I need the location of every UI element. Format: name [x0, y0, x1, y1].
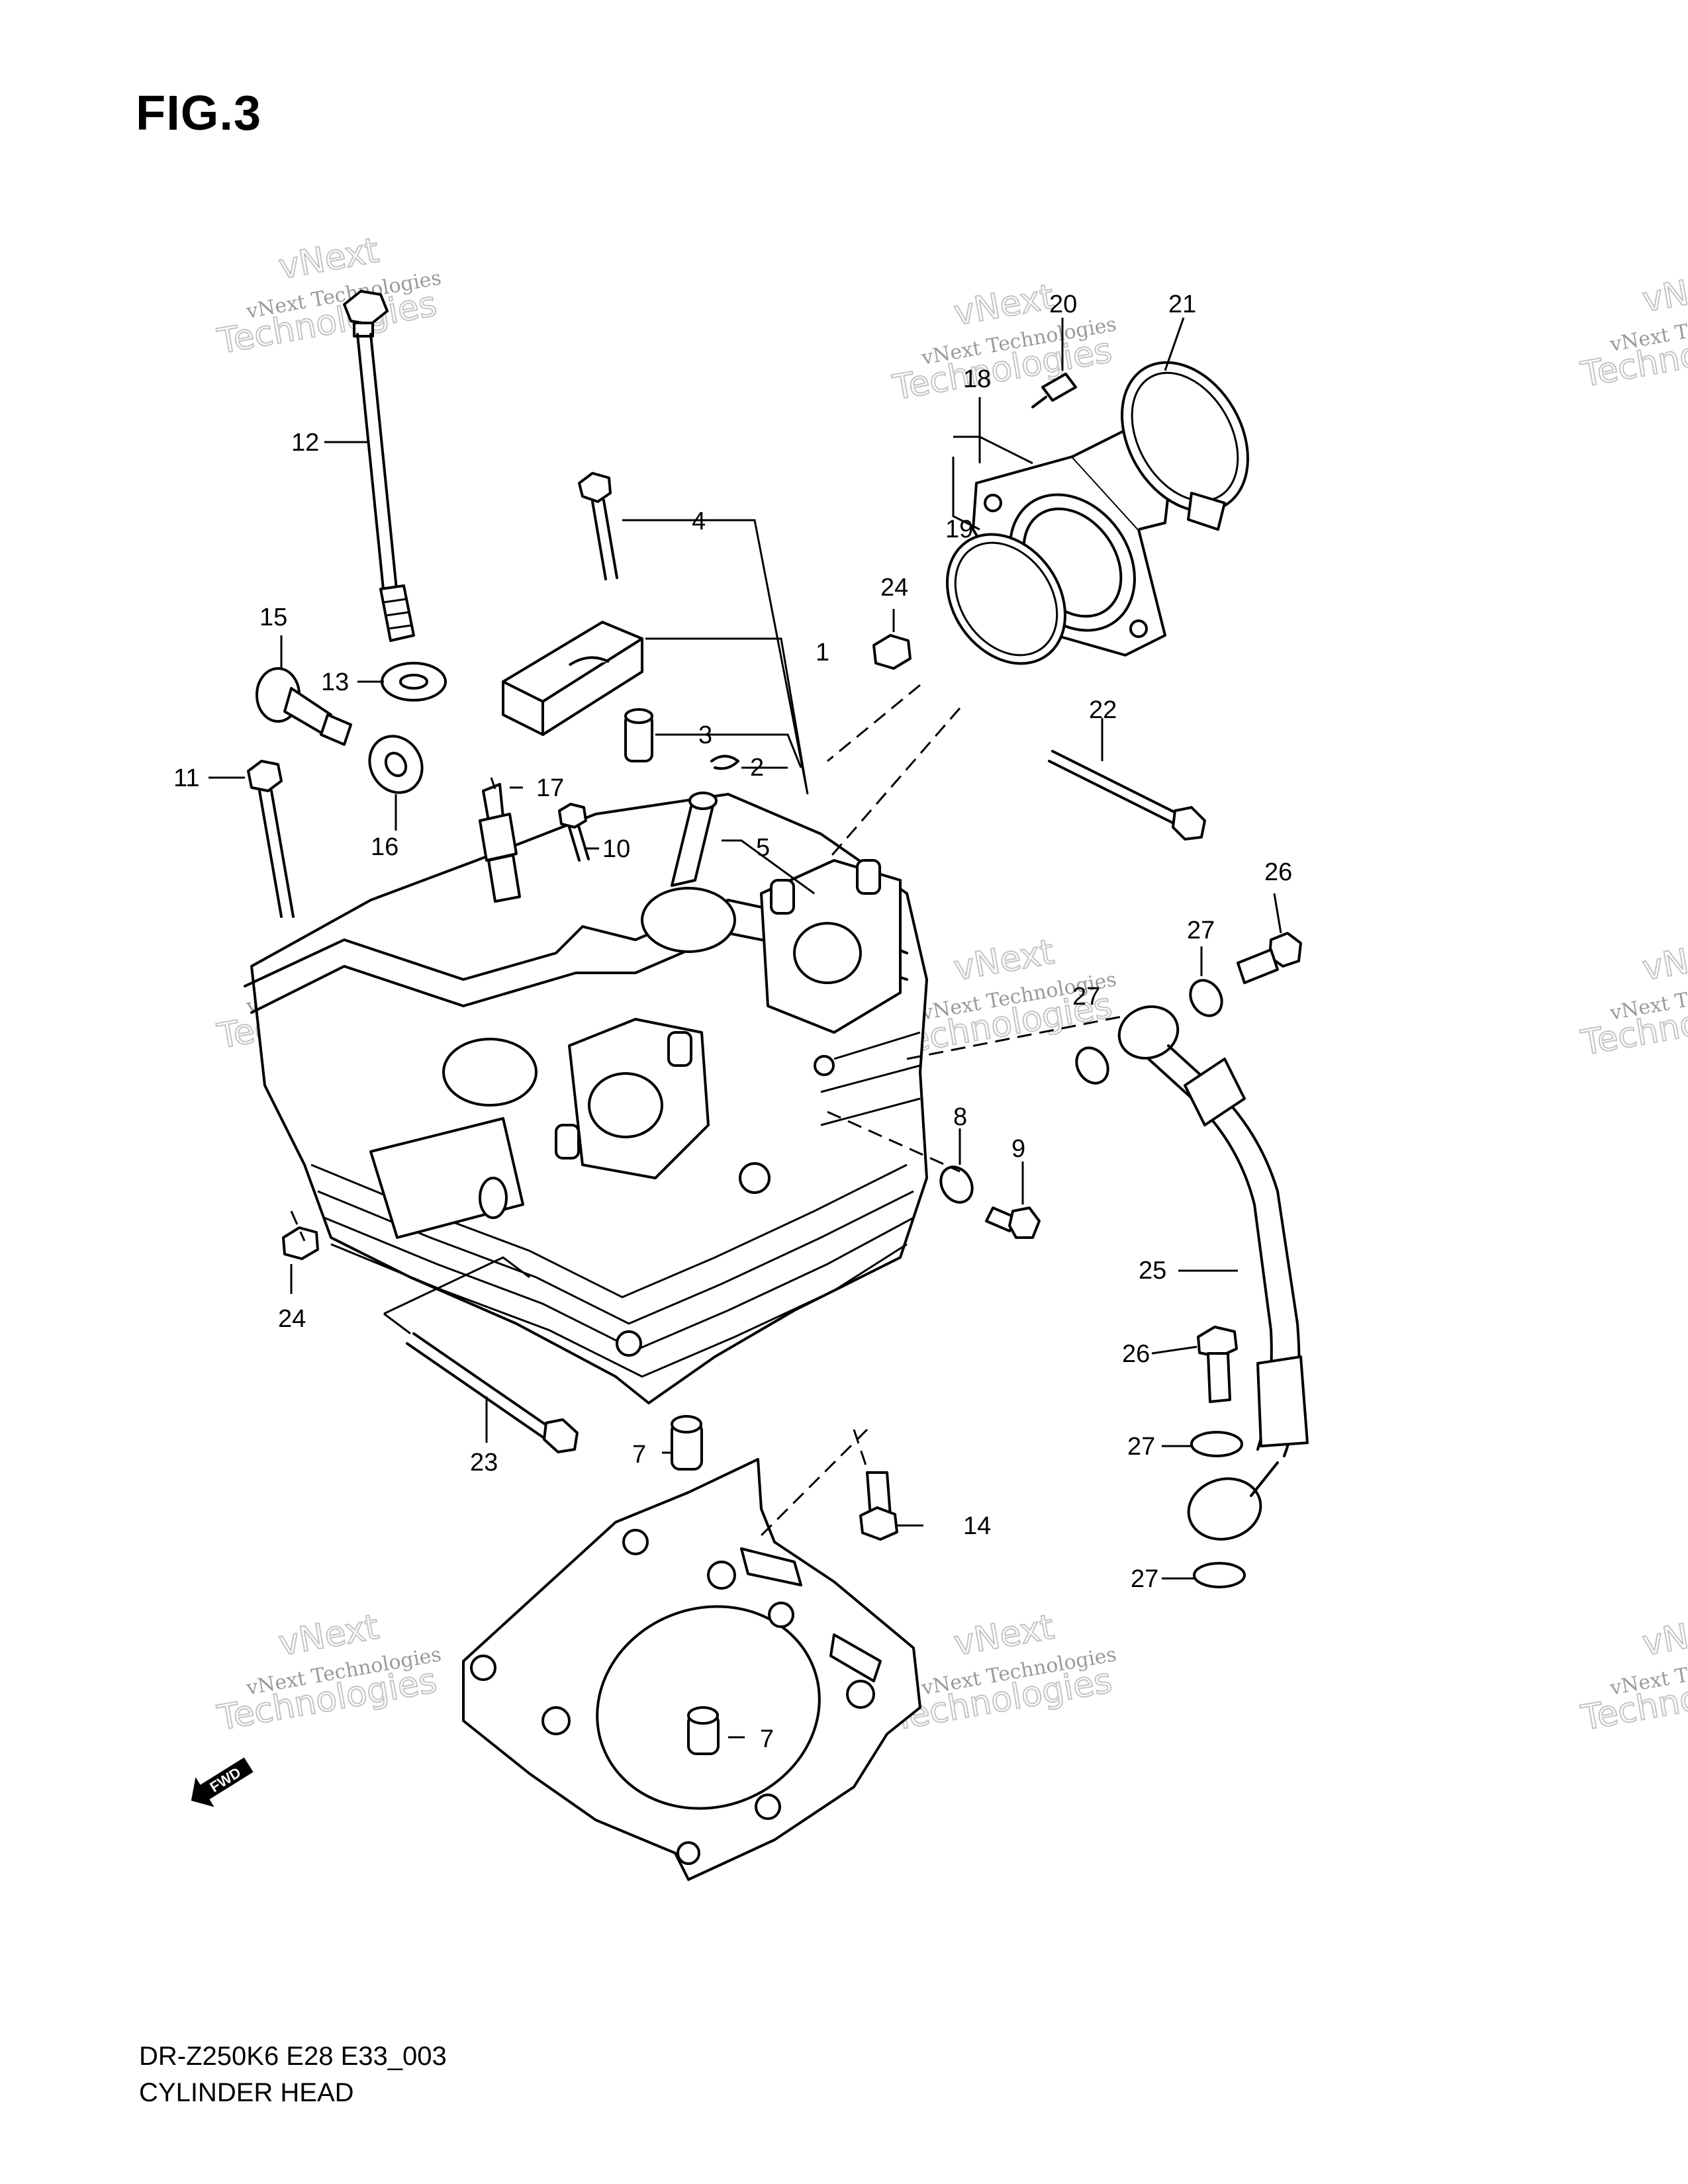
- callout-17: 17: [536, 774, 564, 802]
- part-24-nut-left: [282, 1226, 319, 1260]
- callout-24b: 24: [278, 1305, 306, 1333]
- callout-5: 5: [756, 834, 770, 862]
- callout-15: 15: [259, 604, 287, 631]
- part-26-bolt-upper: [1237, 932, 1302, 984]
- part-9-bolt: [985, 1206, 1041, 1239]
- callout-22: 22: [1089, 696, 1117, 724]
- part-2-clip: [710, 754, 739, 770]
- part-27-washer-3: [1190, 1431, 1243, 1457]
- callout-19: 19: [945, 516, 973, 543]
- callout-21: 21: [1168, 291, 1196, 318]
- callout-26b: 26: [1122, 1340, 1150, 1368]
- callout-9: 9: [1011, 1135, 1025, 1163]
- callout-26a: 26: [1264, 858, 1292, 886]
- part-27-washer-4: [1193, 1562, 1246, 1588]
- part-22-bolt: [1048, 750, 1206, 841]
- part-26-bolt-lower: [1197, 1326, 1238, 1403]
- part-24-nut-top: [872, 634, 912, 670]
- part-1-cap: [502, 621, 643, 736]
- callout-8: 8: [953, 1103, 967, 1131]
- callout-13: 13: [321, 668, 349, 696]
- section-name: CYLINDER HEAD: [139, 2078, 354, 2107]
- part-11-bolt: [247, 760, 295, 918]
- part-17-spark-plug: [479, 777, 521, 903]
- part-7-dowel-lower: [687, 1706, 720, 1755]
- callout-23: 23: [470, 1449, 498, 1477]
- watermark-3: vNext Technologies vNext Technologies: [1577, 263, 1688, 396]
- svg-text:vNext: vNext: [1640, 1608, 1688, 1664]
- part-3-dowel: [624, 708, 653, 762]
- part-20-screw: [1031, 373, 1077, 408]
- callout-3: 3: [698, 721, 712, 749]
- callout-27c: 27: [1127, 1433, 1155, 1461]
- callout-7b: 7: [760, 1725, 774, 1753]
- callout-27b: 27: [1072, 983, 1100, 1011]
- part-7-dowel-upper: [671, 1415, 703, 1471]
- part-25-oil-pipe: [1117, 1005, 1309, 1541]
- part-8-washer: [939, 1165, 974, 1204]
- callout-7a: 7: [632, 1441, 646, 1469]
- callout-25: 25: [1139, 1257, 1166, 1285]
- watermark-2: vNext Technologies vNext Technologies: [889, 277, 1118, 409]
- part-19-o-ring: [945, 533, 1067, 665]
- callout-labels: 1 2 3 4 5 7 7 8 9 10 11 12 13 14 15 16 1…: [173, 291, 1292, 1753]
- callout-4: 4: [692, 508, 706, 535]
- figure-title: FIG.3: [136, 85, 262, 140]
- callout-27a: 27: [1187, 917, 1215, 944]
- callout-24a: 24: [880, 574, 908, 602]
- part-10-bolt: [558, 803, 590, 862]
- svg-text:vNext: vNext: [1640, 933, 1688, 989]
- part-23-bolt: [406, 1332, 579, 1453]
- part-12-stud: [343, 290, 415, 642]
- part-14-bolt: [859, 1471, 898, 1541]
- callout-20: 20: [1049, 291, 1077, 318]
- watermark-9: vNext Technologies vNext Technologies: [1577, 1607, 1688, 1739]
- callout-11: 11: [173, 764, 199, 792]
- part-5-pipe: [671, 792, 718, 887]
- leader-lines: [209, 317, 1282, 1739]
- callout-16: 16: [371, 833, 399, 861]
- part-27-washer-2: [1075, 1046, 1109, 1085]
- model-code: DR-Z250K6 E28 E33_003: [139, 2042, 447, 2071]
- part-27-washer-1: [1189, 979, 1223, 1017]
- callout-1: 1: [816, 639, 829, 666]
- callout-18: 18: [963, 365, 991, 393]
- part-21-clamp: [1121, 361, 1249, 531]
- svg-text:vNext: vNext: [1640, 264, 1688, 320]
- callout-27d: 27: [1131, 1565, 1158, 1593]
- part-15-bolt: [256, 667, 352, 746]
- callout-14: 14: [963, 1512, 991, 1540]
- watermark-7: vNext Technologies vNext Technologies: [214, 1607, 443, 1739]
- dashed-alignment-lines: [290, 684, 1126, 1537]
- callout-10: 10: [602, 835, 630, 863]
- callout-2: 2: [750, 754, 764, 782]
- cylinder-head-assembly: [244, 793, 928, 1404]
- callout-12: 12: [291, 429, 319, 457]
- fwd-arrow-icon: FWD: [191, 1757, 254, 1807]
- cylinder-head-gasket: [462, 1458, 921, 1881]
- watermark-6: vNext Technologies vNext Technologies: [1577, 932, 1688, 1064]
- part-4-bolt: [578, 472, 618, 580]
- watermark-1: vNext Technologies vNext Technologies: [214, 230, 443, 363]
